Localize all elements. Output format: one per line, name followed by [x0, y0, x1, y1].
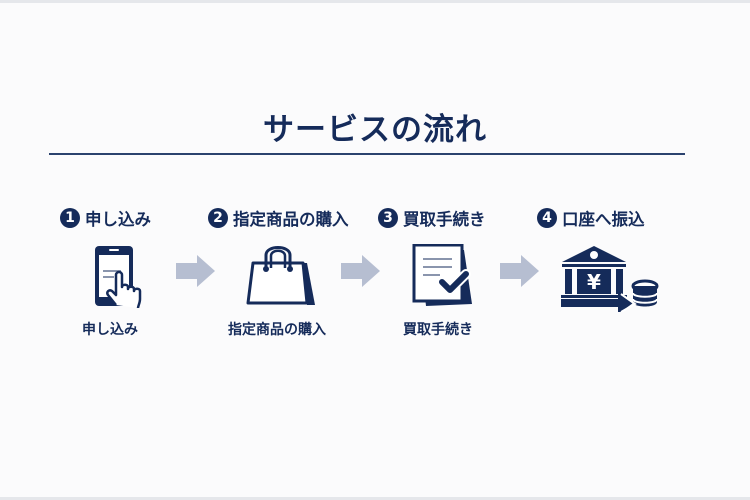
document-check-icon — [412, 244, 472, 306]
arrow-right-icon — [341, 255, 380, 287]
top-border — [0, 0, 750, 3]
arrow-right-icon — [500, 255, 539, 287]
step-2-heading: 2 指定商品の購入 — [208, 207, 349, 229]
bank-transfer-icon: ¥ — [561, 246, 659, 312]
shopping-bag-icon — [246, 246, 315, 305]
step-heading-label: 買取手続き — [403, 210, 486, 229]
step-heading-label: 指定商品の購入 — [233, 210, 349, 229]
arrow-right-icon — [176, 255, 215, 287]
title-divider — [49, 153, 685, 155]
step-2-caption: 指定商品の購入 — [228, 322, 326, 338]
step-number-badge: 1 — [60, 208, 80, 228]
page-title: サービスの流れ — [263, 112, 487, 148]
step-3-heading: 3 買取手続き — [378, 207, 486, 229]
step-4-heading: 4 口座へ振込 — [537, 207, 645, 229]
smartphone-tap-icon — [95, 246, 142, 309]
step-heading-label: 申し込み — [85, 210, 151, 229]
svg-text:¥: ¥ — [587, 270, 601, 294]
bottom-border — [0, 497, 750, 500]
step-heading-label: 口座へ振込 — [562, 210, 645, 229]
step-number-badge: 4 — [537, 208, 557, 228]
step-number-badge: 2 — [208, 208, 228, 228]
step-1-heading: 1 申し込み — [60, 207, 151, 229]
step-1-caption: 申し込み — [82, 322, 138, 338]
step-number-badge: 3 — [378, 208, 398, 228]
step-3-caption: 買取手続き — [403, 322, 473, 338]
